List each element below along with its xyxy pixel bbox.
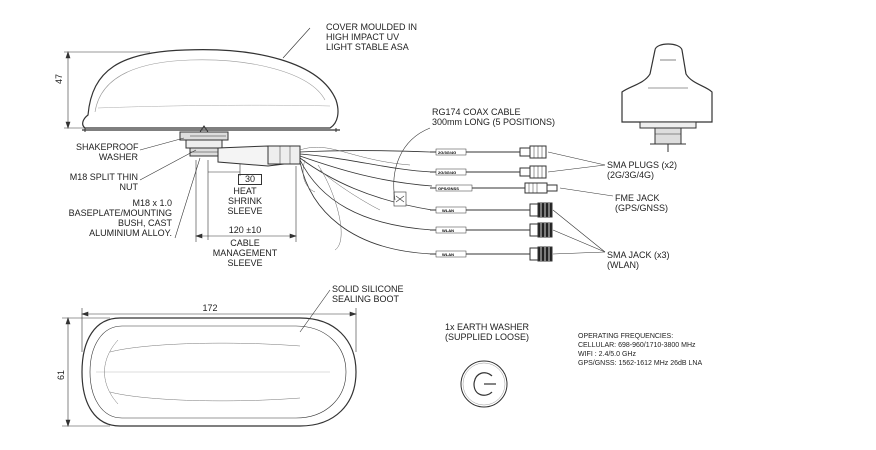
leader-shakeproof (139, 137, 185, 151)
cable-tag-5: WLAN (442, 228, 454, 233)
connector-row-4 (430, 202, 553, 218)
cable-tag-3: GPS/GNSS (438, 186, 459, 191)
earth-washer (460, 360, 508, 408)
connector-row-2 (430, 165, 547, 179)
label-freq-title: OPERATING FREQUENCIES: (578, 333, 674, 340)
label-cover: COVER MOULDED IN HIGH IMPACT UV LIGHT ST… (326, 22, 418, 52)
cable-tag-6: WLAN (442, 252, 454, 257)
leader-sma-plug-2 (547, 164, 606, 173)
antenna-front-view (621, 43, 713, 152)
ground-lug (393, 191, 407, 207)
leader-fme (559, 187, 614, 197)
leader-rg174 (393, 127, 431, 201)
cable-tag-1: 2G/3G/4G (438, 150, 456, 155)
connector-row-5 (430, 222, 553, 238)
label-m18-nut: M18 SPLIT THIN NUT (69, 172, 138, 192)
dimension-47 (64, 51, 150, 129)
label-silicone-boot: SOLID SILICONE SEALING BOOT (332, 284, 404, 304)
coax-cables (299, 147, 433, 255)
label-dim-120: 120 ±10 (228, 225, 262, 235)
label-freq-wifi: WIFI : 2.4/5.0 GHz (578, 351, 636, 358)
antenna-dome-side (82, 49, 340, 132)
label-rg174: RG174 COAX CABLE 300mm LONG (5 POSITIONS… (432, 107, 556, 127)
label-cable-management: CABLE MANAGEMENT SLEEVE (212, 238, 278, 268)
connector-row-3 (430, 182, 558, 194)
label-dim-47: 47 (54, 73, 64, 84)
label-shakeproof-washer: SHAKEPROOF WASHER (76, 142, 139, 162)
heat-shrink-sleeve (217, 145, 301, 167)
label-sma-plugs: SMA PLUGS (x2) (2G/3G/4G) (607, 160, 678, 180)
cable-tag-2: 2G/3G/4G (438, 170, 456, 175)
dimension-120 (195, 160, 297, 242)
label-dim-172: 172 (202, 303, 218, 313)
antenna-top-view (81, 317, 357, 427)
label-sma-jack: SMA JACK (x3) (WLAN) (607, 250, 670, 270)
label-baseplate: M18 x 1.0 BASEPLATE/MOUNTING BUSH, CAST … (68, 198, 172, 238)
cable-tag-4: WLAN (442, 208, 454, 213)
label-heat-shrink: HEAT SHRINK SLEEVE (227, 186, 263, 216)
label-freq-cellular: CELLULAR: 698-960/1710-3800 MHz (578, 342, 696, 349)
label-earth-washer: 1x EARTH WASHER (SUPPLIED LOOSE) (444, 322, 530, 342)
leader-nut (139, 149, 197, 181)
leader-sma-jack-2 (552, 229, 606, 253)
leader-sma-jack-1 (552, 209, 606, 253)
label-fme-jack: FME JACK (GPS/GNSS) (615, 193, 669, 213)
leader-silicone (299, 289, 331, 333)
dimension-61 (62, 317, 110, 427)
connector-row-6 (430, 246, 553, 262)
label-dim-61: 61 (56, 369, 66, 380)
connector-row-1 (430, 145, 547, 159)
label-freq-gnss: GPS/GNSS: 1562-1612 MHz 26dB LNA (578, 360, 703, 367)
mount-bush (179, 125, 229, 157)
leader-sma-jack-3 (552, 251, 606, 255)
leader-sma-plug-1 (547, 151, 606, 166)
label-dim-30: 30 (238, 174, 262, 185)
dimension-172 (81, 308, 357, 352)
leader-cover (282, 27, 311, 59)
